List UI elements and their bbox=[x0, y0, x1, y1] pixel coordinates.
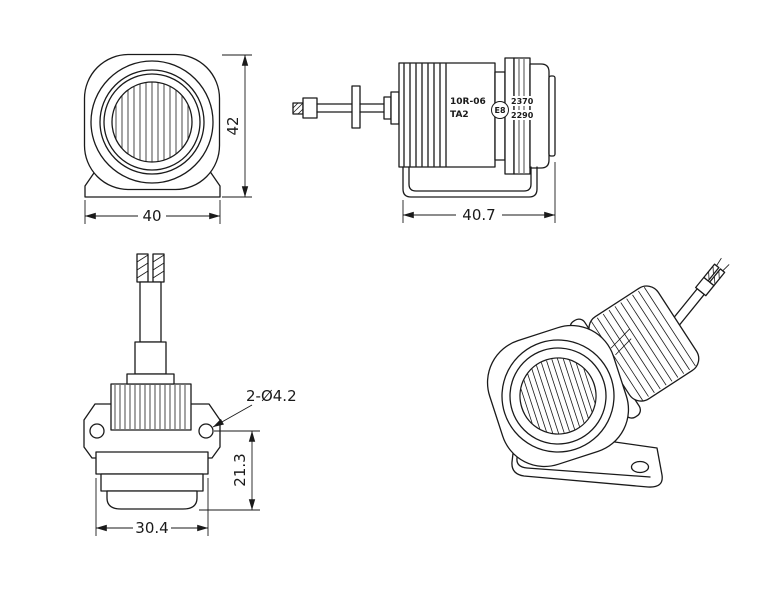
top-view: 2-Ø4.2 21.3 30.4 bbox=[83, 253, 297, 537]
front-width-dimension: 40 bbox=[84, 200, 221, 225]
side-view: 10R-06 TA2 E8 2370 2290 40.7 bbox=[292, 57, 556, 224]
iso-lens-outline bbox=[519, 357, 597, 435]
side-connector-hatch bbox=[292, 102, 304, 115]
iso-front-face bbox=[486, 324, 630, 468]
front-bezel-ring-inner bbox=[103, 73, 201, 171]
top-height-label: 21.3 bbox=[231, 453, 249, 486]
front-view: 40 42 bbox=[83, 53, 252, 225]
marking-regulation: 10R-06 bbox=[450, 97, 486, 107]
front-height-dimension: 42 bbox=[222, 54, 252, 198]
front-width-label: 40 bbox=[142, 207, 161, 225]
top-cable-assembly bbox=[126, 253, 175, 385]
iso-connector-hatch bbox=[708, 266, 720, 284]
front-lens-outline bbox=[111, 81, 193, 163]
side-cable-grommet bbox=[351, 85, 361, 129]
side-length-label: 40.7 bbox=[462, 206, 495, 224]
top-height-dimension: 21.3 bbox=[199, 430, 260, 511]
iso-body-marking bbox=[610, 328, 632, 356]
iso-mount-hole bbox=[630, 460, 650, 474]
side-approval-marking: 10R-06 TA2 E8 2370 2290 bbox=[450, 96, 534, 120]
side-mounting-bracket bbox=[402, 166, 538, 198]
isometric-view bbox=[486, 257, 730, 488]
front-height-label: 42 bbox=[224, 116, 242, 135]
marking-type: TA2 bbox=[450, 110, 469, 120]
approval-number-bottom: 2290 bbox=[511, 111, 534, 120]
top-heatsink-body bbox=[110, 383, 192, 431]
top-width-dimension: 30.4 bbox=[95, 478, 209, 537]
top-bezel-bands bbox=[95, 451, 209, 510]
top-heatsink-fins bbox=[114, 385, 186, 429]
side-cable-assembly bbox=[292, 85, 400, 129]
side-length-dimension: 40.7 bbox=[402, 162, 556, 224]
top-hole-callout: 2-Ø4.2 bbox=[212, 387, 297, 428]
approval-number-top: 2370 bbox=[511, 97, 534, 106]
emark-label: E8 bbox=[494, 106, 505, 115]
top-mount-hole-right bbox=[198, 423, 214, 439]
top-mount-hole-left bbox=[89, 423, 105, 439]
side-heatsink-body bbox=[398, 62, 496, 168]
top-width-label: 30.4 bbox=[135, 519, 168, 537]
top-hole-callout-label: 2-Ø4.2 bbox=[246, 387, 297, 405]
side-heatsink-fins bbox=[403, 63, 447, 167]
emark-circle bbox=[491, 101, 509, 119]
top-wire-hatch bbox=[136, 254, 165, 279]
iso-heatsink-fins bbox=[591, 287, 696, 401]
